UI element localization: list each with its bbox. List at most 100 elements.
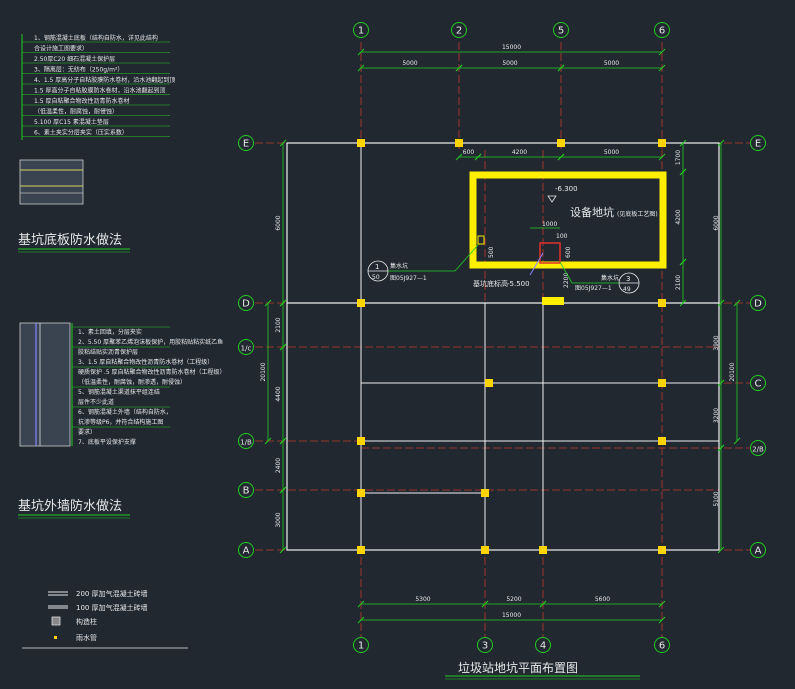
svg-text:6: 6 xyxy=(659,641,665,652)
svg-text:2100: 2100 xyxy=(275,317,282,332)
column-mark xyxy=(357,489,365,497)
wall-layer-text: 层件不少此道 xyxy=(78,398,114,406)
svg-text:600: 600 xyxy=(463,149,475,156)
svg-text:6: 6 xyxy=(659,26,665,37)
svg-text:1000: 1000 xyxy=(542,221,557,228)
legend: 200 厚加气混凝土砖墙 100 厚加气混凝土砖墙 构造柱 雨水管 xyxy=(22,589,188,649)
svg-text:5: 5 xyxy=(558,26,564,37)
legend-item-100-wall: 100 厚加气混凝土砖墙 xyxy=(76,603,148,612)
rain-pipe-icon xyxy=(54,636,57,639)
wall-layer-text: 3、1.5 厚自粘聚合物改性沥青防水卷材（工程级） xyxy=(78,358,213,366)
dimension: 3000 xyxy=(275,486,287,554)
svg-text:E: E xyxy=(755,139,761,150)
axis-bubble: E xyxy=(750,135,766,151)
wall-layer-text: 2、5.50 厚聚苯乙烯泡沫板保护，用胶粘贴粘实纸乙鱼 xyxy=(78,338,223,346)
svg-text:20100: 20100 xyxy=(260,362,267,381)
axis-bubble: 6 xyxy=(654,637,670,653)
svg-text:图05J927—1: 图05J927—1 xyxy=(575,285,612,292)
axis-bubble: B xyxy=(238,482,254,498)
svg-text:600: 600 xyxy=(565,246,572,258)
svg-text:B: B xyxy=(243,486,250,497)
column-mark xyxy=(658,546,666,554)
legend-item-column: 构造柱 xyxy=(76,617,97,626)
svg-text:D: D xyxy=(754,299,762,310)
axis-bubble: 1/B xyxy=(238,433,254,449)
axis-bubble: 5 xyxy=(553,22,569,38)
wall-waterproof-detail: 1、素土回填，分层夹实 2、5.50 厚聚苯乙烯泡沫板保护，用胶粘贴粘实纸乙鱼胶粘… xyxy=(18,322,226,519)
svg-text:5200: 5200 xyxy=(506,596,521,603)
column-mark xyxy=(357,139,365,147)
svg-text:1700: 1700 xyxy=(675,150,682,165)
wall-section-hatch xyxy=(19,322,71,447)
svg-text:1: 1 xyxy=(358,26,364,37)
axis-bubble: D xyxy=(750,295,766,311)
floor-layer-text: 合设计施工图要求） xyxy=(34,45,88,53)
svg-text:15000: 15000 xyxy=(502,44,521,51)
elevation-marker-icon xyxy=(547,195,557,203)
column-mark xyxy=(539,546,547,554)
svg-text:图05J927—1: 图05J927—1 xyxy=(390,275,427,282)
axis-bubble: A xyxy=(750,542,766,558)
wall-layer-text: 要求） xyxy=(78,428,96,436)
svg-text:5000: 5000 xyxy=(502,60,517,67)
wall-layer-text: 抗渗等级P6，并符合结构施工图 xyxy=(78,418,163,426)
detail-ref-right: 3 49 集水坑 图05J927—1 xyxy=(559,261,640,294)
wall-layer-text: 6、钢筋混凝土外墙（结构自防水， xyxy=(78,408,172,416)
axis-bubble: E xyxy=(238,135,254,151)
column-mark xyxy=(658,437,666,445)
column-mark xyxy=(481,546,489,554)
axis-bubble: 2/B xyxy=(750,440,766,456)
equipment-pit xyxy=(469,171,667,269)
svg-text:2: 2 xyxy=(456,26,462,37)
svg-text:5300: 5300 xyxy=(415,596,430,603)
wall-layer-text: 5、钢筋混凝土渠道抹平组连结 xyxy=(78,388,160,396)
column-mark xyxy=(357,299,365,307)
svg-text:3000: 3000 xyxy=(275,512,282,527)
column-mark xyxy=(357,546,365,554)
plan-title: 垃圾站地坑平面布置图 xyxy=(458,660,578,675)
svg-text:3: 3 xyxy=(626,275,630,283)
svg-text:49: 49 xyxy=(623,286,631,293)
wall-layer-text: 胶粘结贴实沥青保护层 xyxy=(78,348,138,356)
svg-text:2100: 2100 xyxy=(675,275,682,290)
axis-bubble: C xyxy=(750,375,766,391)
dimension: 5600 xyxy=(539,596,666,608)
svg-text:集水坑: 集水坑 xyxy=(390,262,408,270)
axis-bubble: 3 xyxy=(477,637,493,653)
axis-bubble: 1/c xyxy=(238,339,254,355)
svg-text:3200: 3200 xyxy=(713,408,720,423)
svg-text:集水坑: 集水坑 xyxy=(601,274,619,282)
svg-text:1: 1 xyxy=(375,263,379,271)
pit-label: 设备地坑 xyxy=(570,205,614,219)
dimension: 5100 xyxy=(713,444,725,554)
column-mark xyxy=(658,379,666,387)
svg-text:4200: 4200 xyxy=(512,149,527,156)
svg-text:1/B: 1/B xyxy=(240,439,252,447)
axis-bubble: 4 xyxy=(535,637,551,653)
svg-text:4200: 4200 xyxy=(675,209,682,224)
wall-layer-text: 硬质保护 .5 厚自粘聚合物改性沥青防水卷材（工程级） xyxy=(78,368,226,376)
wall-layer-text: 1、素土回填，分层夹实 xyxy=(78,328,142,336)
column-mark xyxy=(557,139,565,147)
svg-text:C: C xyxy=(755,379,762,390)
wall-detail-title: 基坑外墙防水做法 xyxy=(18,498,122,514)
svg-text:6000: 6000 xyxy=(275,215,282,230)
svg-text:5600: 5600 xyxy=(595,596,610,603)
legend-item-200-wall: 200 厚加气混凝土砖墙 xyxy=(76,589,148,598)
floor-layer-text: 2.50厚C20 细石混凝土保护层 xyxy=(34,55,115,63)
svg-text:1/c: 1/c xyxy=(241,345,252,353)
floor-hatch-pattern xyxy=(20,169,83,194)
floor-layer-text: 1.5 厚高分子自粘胶膜防水卷材，沿水池翻起到顶 xyxy=(34,87,165,95)
pit-level: -6.300 xyxy=(555,185,578,193)
svg-text:D: D xyxy=(242,299,250,310)
column-mark xyxy=(455,139,463,147)
wall-layer-text: （低温柔性，耐腐蚀，耐渗透，耐侵蚀） xyxy=(78,378,186,386)
svg-text:5000: 5000 xyxy=(604,60,619,67)
pit-note: (见底板工艺图) xyxy=(617,210,658,218)
svg-text:3: 3 xyxy=(482,641,488,652)
dimension: 15000 xyxy=(357,612,666,624)
dimension: 2100 xyxy=(675,258,687,307)
column-mark xyxy=(485,379,493,387)
floor-section-hatch xyxy=(19,159,84,205)
